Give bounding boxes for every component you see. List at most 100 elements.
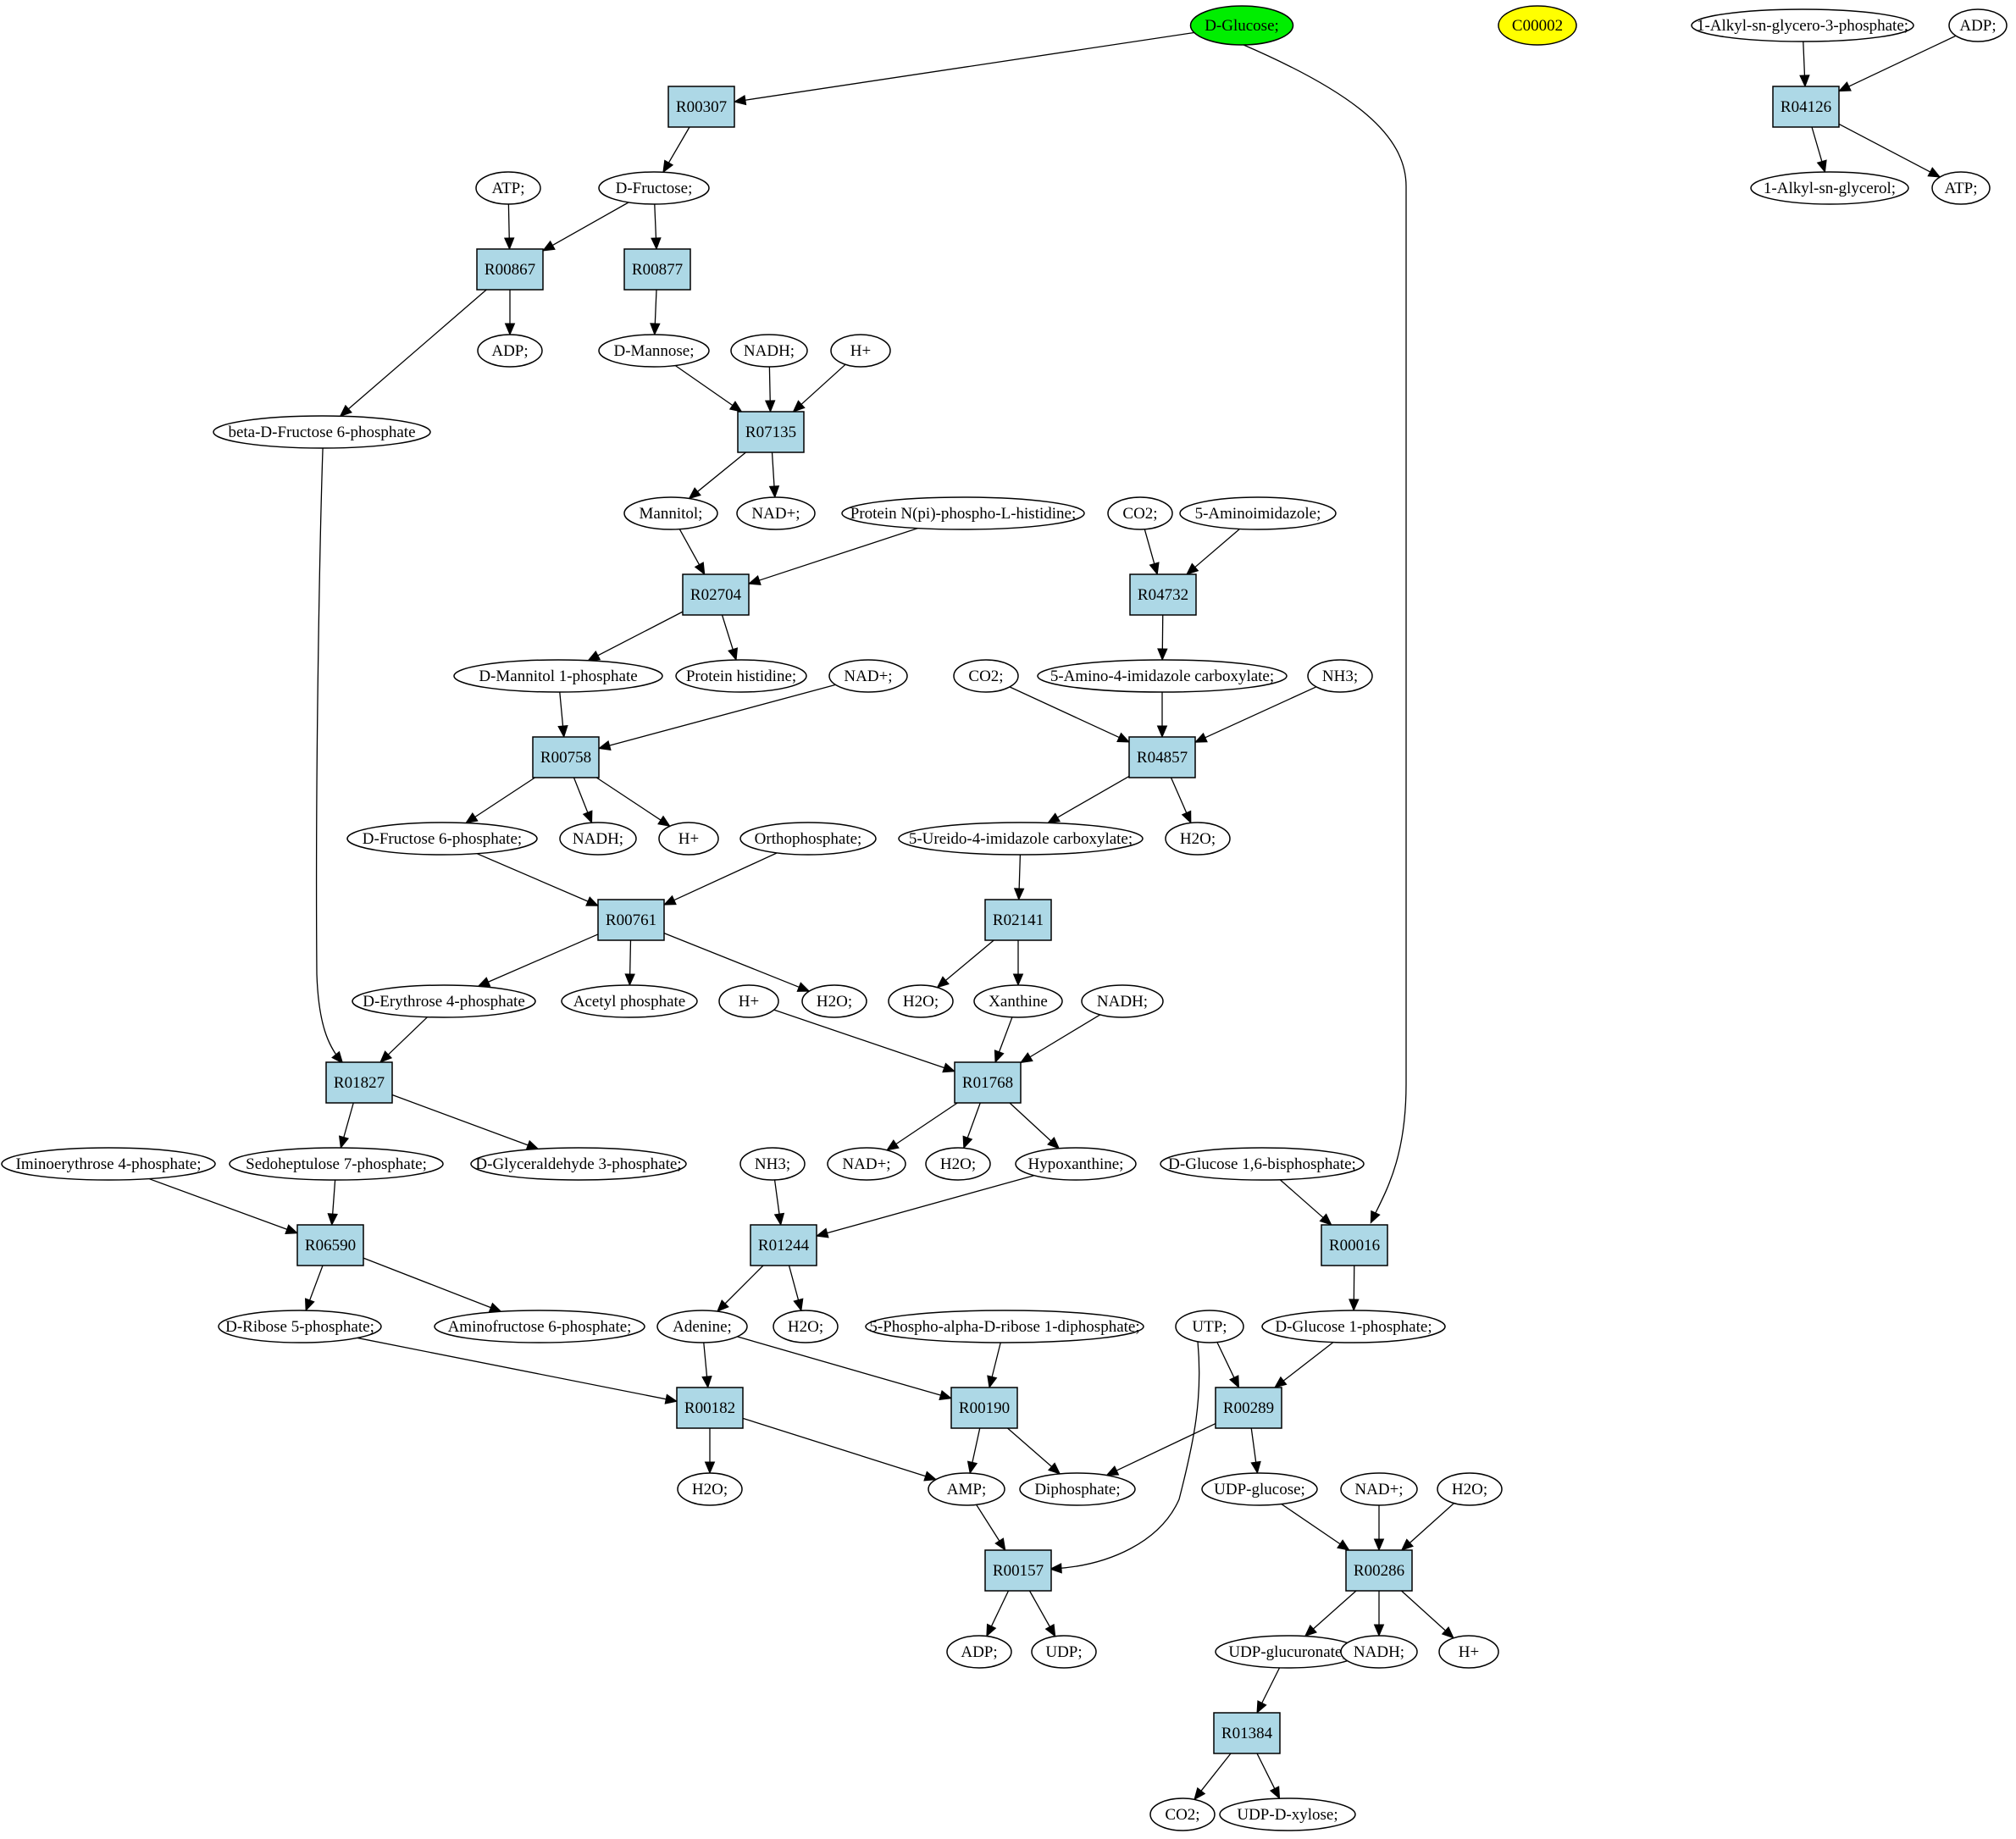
node-label: ADP; <box>1959 17 1996 35</box>
edge-R00761-to-acp <box>624 939 635 987</box>
node-label: D-Glucose 1-phosphate; <box>1275 1318 1432 1336</box>
edge-glc-to-R00016 <box>1243 44 1407 1224</box>
edge-R07135-to-nadp1 <box>768 451 780 499</box>
edge-fru-to-R00867 <box>541 202 629 252</box>
edge-h2og-to-R00286 <box>1400 1503 1454 1551</box>
node-label: H+ <box>850 342 871 360</box>
reaction-node-R00286: R00286 <box>1345 1549 1413 1592</box>
compound-node-r5p: D-Ribose 5-phosphate; <box>218 1310 382 1343</box>
node-label: R00758 <box>540 749 591 767</box>
node-label: NH3; <box>755 1155 790 1173</box>
reaction-node-R00289: R00289 <box>1215 1387 1282 1429</box>
compound-node-udpgluc: UDP-glucuronate; <box>1215 1635 1360 1669</box>
compound-node-acp: Acetyl phosphate <box>561 984 698 1018</box>
compound-node-udpg: UDP-glucose; <box>1201 1472 1318 1506</box>
compound-node-c00002: C00002 <box>1498 5 1577 46</box>
compound-node-nh3a: NH3; <box>1307 659 1373 693</box>
node-label: R02704 <box>690 586 742 604</box>
edge-R00307-to-fru <box>662 126 690 174</box>
compound-node-nadh3: NADH; <box>1081 984 1164 1018</box>
reaction-node-R01384: R01384 <box>1213 1712 1281 1754</box>
compound-node-amf6p: Aminofructose 6-phosphate; <box>434 1310 645 1343</box>
edge-R04857-to-uic <box>1047 775 1130 824</box>
compound-node-h4: H+ <box>1438 1635 1499 1669</box>
compound-node-adp_t: ADP; <box>1948 8 2008 42</box>
compound-node-nadp4: NAD+; <box>1340 1472 1418 1506</box>
reaction-node-R00758: R00758 <box>532 736 600 778</box>
reaction-node-R01827: R01827 <box>325 1061 393 1104</box>
reaction-node-R06590: R06590 <box>296 1224 364 1266</box>
compound-node-g1p: D-Glucose 1-phosphate; <box>1261 1310 1446 1343</box>
compound-node-alkylg3p: 1-Alkyl-sn-glycero-3-phosphate; <box>1691 8 1914 42</box>
edge-R01768-to-h2od <box>962 1102 981 1149</box>
compound-node-nh3b: NH3; <box>739 1147 806 1181</box>
edge-R00182-to-amp <box>742 1417 938 1482</box>
node-label: UDP-glucose; <box>1214 1481 1305 1498</box>
edge-atp1-to-R00867 <box>503 203 515 251</box>
node-label: ADP; <box>491 342 528 360</box>
compound-node-s7p: Sedoheptulose 7-phosphate; <box>229 1147 444 1181</box>
edge-nh3b-to-R01244 <box>773 1179 785 1227</box>
compound-node-nadh1: NADH; <box>730 334 808 368</box>
compound-node-nadp3: NAD+; <box>827 1147 906 1181</box>
edge-co2a-to-R04732 <box>1144 529 1160 576</box>
reaction-node-R02704: R02704 <box>682 573 750 616</box>
node-label: 5-Phospho-alpha-D-ribose 1-diphosphate; <box>869 1318 1139 1336</box>
node-label: 5-Amino-4-imidazole carboxylate; <box>1050 667 1274 685</box>
node-label: R06590 <box>305 1237 356 1255</box>
compound-node-prothis: Protein histidine; <box>675 659 807 693</box>
edge-imino-to-R06590 <box>148 1177 299 1234</box>
node-label: UDP; <box>1045 1643 1082 1661</box>
edge-prpp-to-R00190 <box>987 1342 1001 1389</box>
compound-node-h2og: H2O; <box>1437 1472 1503 1506</box>
node-label: Acetyl phosphate <box>573 993 685 1011</box>
node-label: H2O; <box>1180 830 1216 848</box>
edge-R04126-to-alkylg <box>1811 126 1827 174</box>
node-label: Aminofructose 6-phosphate; <box>448 1318 632 1336</box>
node-label: R00016 <box>1329 1237 1380 1255</box>
node-label: D-Ribose 5-phosphate; <box>225 1318 374 1336</box>
compound-node-aic: 5-Amino-4-imidazole carboxylate; <box>1037 659 1288 693</box>
edge-udpg-to-R00286 <box>1281 1504 1350 1551</box>
compound-node-adp1: ADP; <box>477 334 543 368</box>
compound-node-man: D-Mannose; <box>598 334 710 368</box>
compound-node-co2c: CO2; <box>1149 1797 1216 1831</box>
edge-h3-to-R01768 <box>773 1009 956 1073</box>
compound-node-h2ob: H2O; <box>801 984 867 1018</box>
node-label: H2O; <box>1452 1481 1487 1498</box>
edge-e4p-to-R01827 <box>379 1016 428 1063</box>
compound-node-h2oe: H2O; <box>773 1310 839 1343</box>
compound-node-atp_t: ATP; <box>1931 171 1991 205</box>
node-label: NAD+; <box>751 505 800 523</box>
edge-R01768-to-hyp <box>1009 1102 1061 1149</box>
node-label: H2O; <box>903 993 939 1011</box>
compound-node-udpxyl: UDP-D-xylose; <box>1219 1797 1356 1831</box>
edge-amp-to-R00157 <box>976 1504 1006 1552</box>
compound-node-pi: Orthophosphate; <box>739 822 877 856</box>
node-label: ADP; <box>961 1643 997 1661</box>
node-label: R07135 <box>745 424 796 441</box>
node-label: R00761 <box>606 911 656 929</box>
compound-node-adp2: ADP; <box>946 1635 1012 1669</box>
compound-node-nadh4: NADH; <box>1340 1635 1418 1669</box>
node-label: UDP-glucuronate; <box>1228 1643 1346 1661</box>
edge-R02141-to-xan <box>1012 940 1024 987</box>
compound-node-h2od: H2O; <box>925 1147 991 1181</box>
edge-g16bp-to-R00016 <box>1279 1179 1332 1226</box>
edge-ade-to-R00182 <box>701 1342 712 1389</box>
node-label: Xanthine <box>989 993 1048 1011</box>
edge-alkylg3p-to-R04126 <box>1799 41 1810 88</box>
edge-layer <box>148 31 1957 1801</box>
reaction-node-R00307: R00307 <box>667 86 735 128</box>
edge-R00182-to-h2of <box>704 1428 716 1475</box>
edge-R00867-to-adp1 <box>504 290 516 336</box>
compound-node-udp: UDP; <box>1031 1635 1097 1669</box>
compound-node-ade: Adenine; <box>656 1310 748 1343</box>
node-label: R00877 <box>632 261 683 279</box>
node-label: CO2; <box>1165 1806 1199 1824</box>
compound-node-xan: Xanthine <box>973 984 1063 1018</box>
node-label: Adenine; <box>673 1318 732 1336</box>
edge-R00190-to-ppi <box>1007 1427 1061 1475</box>
compound-node-h1: H+ <box>830 334 891 368</box>
node-label: H+ <box>1459 1643 1479 1661</box>
